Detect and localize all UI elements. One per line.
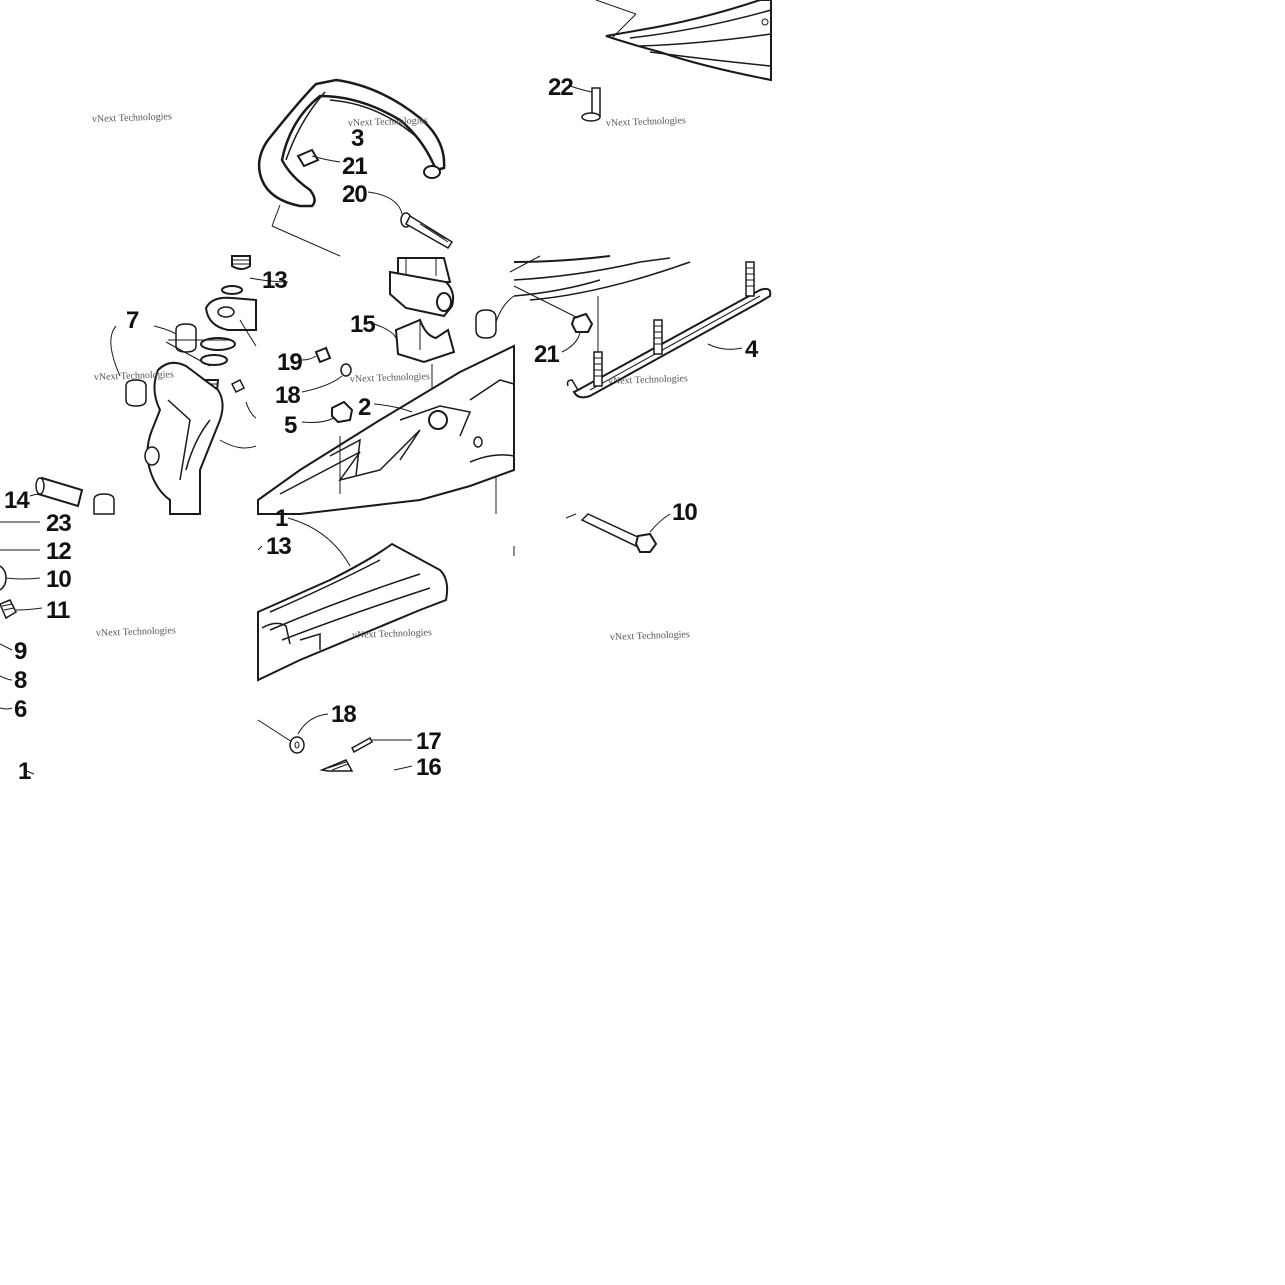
watermark-7: vNext Technologies (96, 625, 176, 639)
callout-1-left: 1 (18, 758, 31, 785)
watermark-5: vNext Technologies (350, 371, 430, 385)
callout-23: 23 (46, 510, 71, 537)
callout-3: 3 (351, 125, 364, 152)
watermark-4: vNext Technologies (94, 369, 174, 383)
callout-18-bottom: 18 (331, 701, 356, 728)
ski-front-right (513, 255, 691, 301)
callout-12: 12 (46, 538, 71, 565)
watermark-2: vNext Technologies (348, 115, 428, 129)
callout-11: 11 (46, 597, 70, 624)
washer-18-bottom (289, 713, 329, 754)
callout-9: 9 (14, 638, 27, 665)
callout-21-top: 21 (342, 153, 367, 180)
nut-21-right (513, 285, 594, 353)
watermark-6: vNext Technologies (608, 373, 688, 387)
bolt-22 (569, 85, 601, 122)
watermark-8: vNext Technologies (352, 627, 432, 641)
callout-2: 2 (358, 394, 371, 421)
callout-21-right: 21 (534, 341, 559, 368)
callout-19: 19 (277, 349, 302, 376)
nut-5 (301, 400, 354, 424)
callout-13-bottom: 13 (266, 533, 291, 560)
bolt-20 (367, 191, 454, 249)
callout-8: 8 (14, 667, 27, 694)
callout-labels: 22 3 21 20 13 7 15 19 18 2 5 21 4 14 23 … (4, 74, 760, 785)
spindle-assembly (110, 255, 289, 515)
ski-body-mid (257, 344, 515, 515)
lower-left-parts (0, 521, 43, 775)
pin-14 (29, 476, 84, 508)
bolt-10 (513, 513, 671, 556)
ski-front-tile (595, 0, 772, 82)
plug-21-top (296, 148, 341, 168)
callout-4: 4 (745, 336, 759, 363)
watermark-3: vNext Technologies (606, 115, 686, 129)
ski-rear (257, 517, 449, 743)
callout-20: 20 (342, 181, 367, 208)
watermarks: vNext Technologies vNext Technologies vN… (92, 111, 690, 643)
ski-mount-block (373, 255, 541, 412)
callout-6: 6 (14, 696, 27, 723)
cotter-pin-17 (351, 736, 412, 754)
callout-13-top: 13 (262, 267, 287, 294)
nut-19 (301, 346, 332, 364)
watermark-9: vNext Technologies (610, 629, 690, 643)
bushing-14b (93, 493, 115, 515)
callout-18-top: 18 (275, 382, 300, 409)
ski-handle-loop (257, 78, 446, 208)
callout-10-left: 10 (46, 566, 71, 593)
callout-10-right: 10 (672, 499, 697, 526)
watermark-1: vNext Technologies (92, 111, 172, 125)
callout-16: 16 (416, 754, 441, 781)
callout-14: 14 (4, 487, 30, 514)
bolt-16 (319, 759, 413, 772)
callout-22: 22 (548, 74, 573, 101)
callout-15: 15 (350, 311, 375, 338)
callout-7: 7 (126, 307, 139, 334)
wear-bar-4 (566, 261, 772, 399)
callout-17: 17 (416, 728, 441, 755)
callout-1-center: 1 (275, 505, 288, 532)
callout-5: 5 (284, 412, 297, 439)
washer-18-top (301, 363, 352, 393)
